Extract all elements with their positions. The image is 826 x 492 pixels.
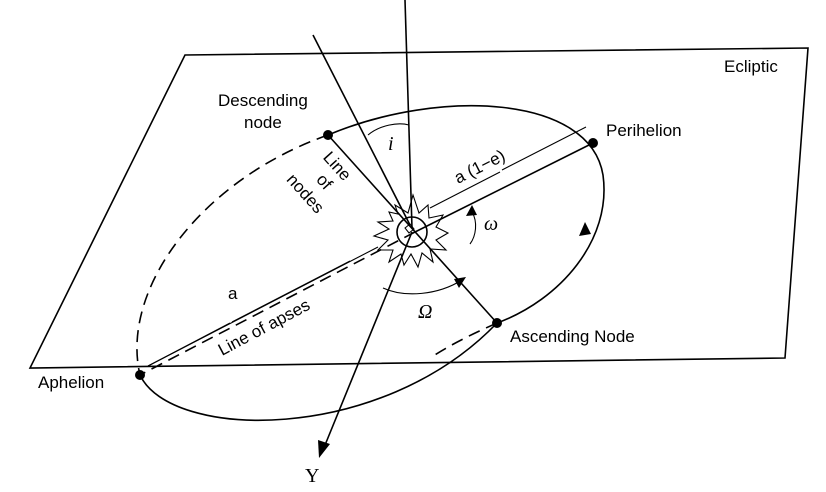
descending-node-label-line1: Descending xyxy=(218,91,308,110)
semi-major-brace xyxy=(147,260,351,367)
ecliptic-label: Ecliptic xyxy=(724,57,778,76)
ecliptic-normal xyxy=(404,0,413,229)
orbit-normal xyxy=(312,34,411,226)
sun-icon xyxy=(372,193,450,269)
perihelion-distance-label: a (1−e) xyxy=(451,146,508,188)
ecliptic-plane xyxy=(28,47,809,369)
line-of-nodes xyxy=(327,134,498,324)
orbit-dashed-arc xyxy=(136,134,329,376)
long-asc-node-symbol: Ω xyxy=(418,301,432,323)
vernal-equinox-direction xyxy=(322,231,413,451)
line-of-apses-upper xyxy=(414,142,594,233)
vernal-equinox-arrowhead xyxy=(318,440,330,458)
orbit-solid-arc xyxy=(327,104,605,324)
arg-perihelion-arrowhead xyxy=(466,205,477,216)
ascending-node-point xyxy=(492,318,502,328)
inclination-symbol: i xyxy=(388,133,394,155)
perihelion-label: Perihelion xyxy=(606,121,682,140)
arg-perihelion-symbol: ω xyxy=(484,213,498,235)
semi-major-label: a xyxy=(228,284,238,303)
orbit-solid-lower-arc xyxy=(139,322,498,421)
line-of-nodes-label: Line of nodes xyxy=(283,148,355,217)
orbit-dashed-near-ascending xyxy=(429,322,498,359)
vernal-equinox-symbol: Υ xyxy=(305,465,319,487)
descending-node-point xyxy=(323,130,333,140)
aphelion-label: Aphelion xyxy=(38,373,104,392)
inclination-arc xyxy=(367,123,410,136)
descending-node-label-line2: node xyxy=(244,113,282,132)
line-of-apses-lower xyxy=(139,231,416,376)
long-asc-node-arrowhead xyxy=(454,277,466,288)
long-asc-node-arc xyxy=(382,279,463,295)
perihelion-point xyxy=(588,138,598,148)
ascending-node-label: Ascending Node xyxy=(510,327,635,346)
arg-perihelion-arc xyxy=(469,211,477,245)
perihelion-distance-brace xyxy=(429,126,587,209)
orbit-direction-arrow xyxy=(579,222,591,236)
aphelion-point xyxy=(135,370,145,380)
